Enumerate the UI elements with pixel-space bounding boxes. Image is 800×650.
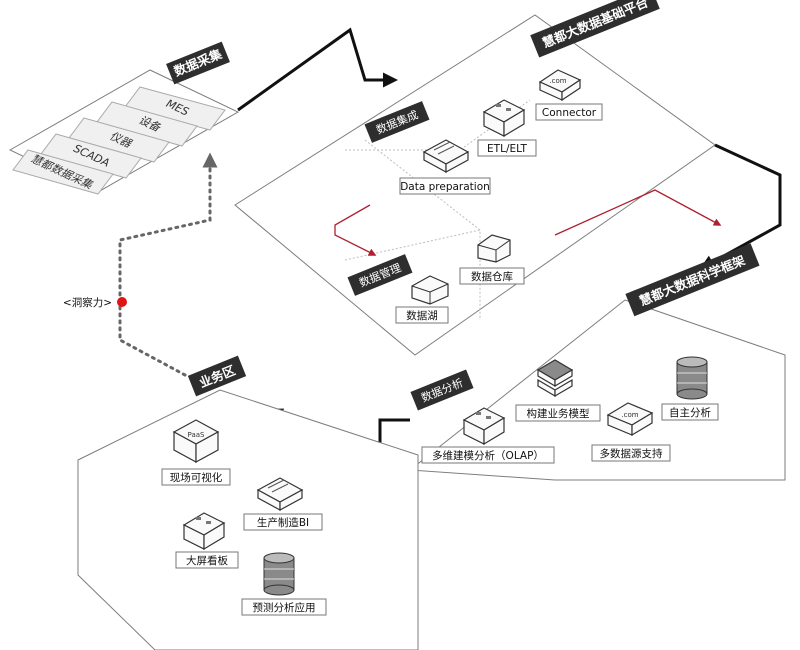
data-warehouse-label: 数据仓库 [471, 270, 513, 283]
production-bi-label-box [243, 513, 323, 531]
flow-arrow-collection-to-platform [237, 27, 398, 112]
big-screen-node: 大屏看板 [175, 512, 239, 569]
collection-layer-scada: SCADA [40, 133, 142, 179]
data-preparation-node: Data preparation [399, 139, 491, 195]
self-analysis-label-box [661, 403, 719, 421]
insight-dot [117, 297, 127, 307]
etl-elt-node: ETL/ELT [477, 99, 537, 157]
collection-layer-device: 设备 [96, 101, 198, 147]
science-title: 慧都大数据科学框架 [625, 243, 760, 317]
building-icon [482, 99, 526, 138]
document-icon [256, 477, 304, 512]
etl-elt-label: ETL/ELT [487, 143, 527, 155]
insight-dotted-path [118, 152, 218, 377]
data-warehouse-label-box [459, 267, 525, 285]
connector-icon: .com [538, 69, 582, 102]
warehouse-icon [477, 234, 511, 263]
red-arrow-platform-to-science [554, 189, 722, 236]
predictive-analytics-node: 预测分析应用 [241, 552, 327, 616]
production-bi-label: 生产制造BI [257, 516, 309, 529]
building-icon [182, 512, 226, 551]
data-lake-label-box [395, 306, 449, 324]
onsite-visualization-label-box [161, 468, 231, 486]
self-analysis-node: 自主分析 [661, 356, 719, 421]
paas-box-icon: PaaS [172, 419, 220, 464]
insight-loop: <洞察力> [63, 152, 218, 377]
business-panel: 业务区 PaaS 现场可视化 生产制造BI [77, 355, 419, 650]
onsite-visualization-node: PaaS 现场可视化 [161, 419, 231, 486]
data-preparation-label: Data preparation [400, 181, 490, 193]
platform-panel: 慧都大数据基础平台 数据集成 .com Connector [234, 0, 722, 356]
database-icon [676, 356, 708, 400]
self-analysis-label: 自主分析 [669, 406, 711, 419]
data-lake-node: 数据湖 [395, 275, 449, 324]
server-stack-icon [536, 359, 574, 398]
red-arrow-integration-to-management [334, 204, 377, 256]
data-warehouse-node: 数据仓库 [459, 234, 525, 285]
multi-source-node: .com 多数据源支持 [591, 402, 671, 462]
science-base [408, 299, 786, 481]
multi-source-label-box [591, 444, 671, 462]
connector-label: Connector [542, 107, 597, 119]
multi-source-icon-text: .com [621, 411, 638, 419]
etl-elt-label-box [477, 139, 537, 157]
analysis-tag: 数据分析 [410, 369, 474, 411]
connector-icon-text: .com [549, 77, 566, 85]
data-collection-stack: MES 设备 仪器 SCADA 慧都数据采集 数据采集 [8, 41, 240, 195]
collection-layer-instrument: 仪器 [68, 117, 170, 163]
science-title-text: 慧都大数据科学框架 [637, 252, 747, 308]
business-model-label-box [515, 404, 601, 422]
connector-node: .com Connector [535, 69, 603, 121]
collection-layer-mes: MES [124, 86, 226, 131]
olap-label-box [421, 446, 555, 464]
database-icon [263, 552, 295, 596]
science-panel: 慧都大数据科学框架 数据分析 构建业务模型 [408, 243, 786, 481]
building-icon [462, 407, 506, 446]
connector-icon: .com [606, 402, 654, 437]
document-icon [422, 139, 470, 174]
data-lake-label: 数据湖 [406, 309, 438, 322]
flow-arrow-platform-to-science [699, 143, 782, 270]
production-bi-node: 生产制造BI [243, 477, 323, 531]
predictive-analytics-label: 预测分析应用 [253, 601, 316, 614]
big-screen-label: 大屏看板 [186, 554, 228, 567]
onsite-visualization-label: 现场可视化 [170, 471, 223, 484]
multi-source-label: 多数据源支持 [600, 447, 663, 460]
olap-node: 多维建模分析（OLAP） [421, 407, 555, 464]
insight-label: <洞察力> [63, 296, 112, 309]
connector-label-box [535, 103, 603, 121]
platform-title: 慧都大数据基础平台 [530, 0, 660, 58]
olap-label: 多维建模分析（OLAP） [432, 449, 544, 462]
lake-icon [411, 275, 449, 305]
business-model-label: 构建业务模型 [527, 407, 590, 420]
business-title: 业务区 [187, 355, 247, 397]
predictive-analytics-label-box [241, 598, 327, 616]
paas-icon-text: PaaS [188, 431, 205, 439]
data-preparation-label-box [399, 177, 491, 195]
data-collection-title: 数据采集 [166, 41, 230, 85]
big-screen-label-box [175, 551, 239, 569]
business-model-node: 构建业务模型 [515, 359, 601, 422]
